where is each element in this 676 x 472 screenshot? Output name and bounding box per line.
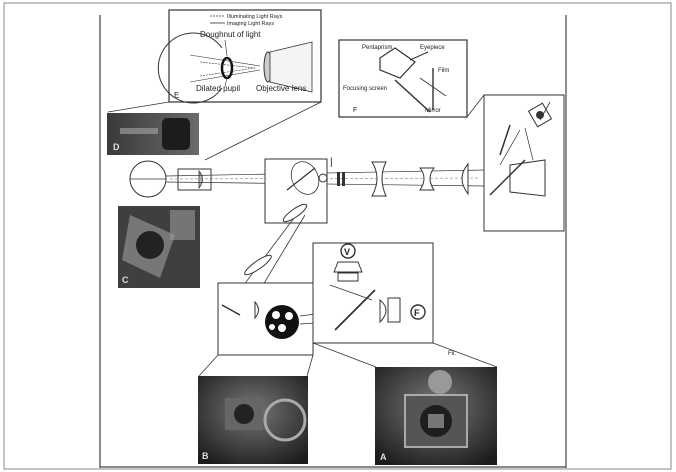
lamp-v-label: V bbox=[344, 247, 350, 257]
inset-f: Pentaprism Eyepiece Film Focusing screen… bbox=[338, 39, 485, 118]
doughnut-label: Doughnut of light bbox=[200, 30, 261, 39]
photo-c-letter: C bbox=[122, 275, 129, 285]
legend-illuminating: Illuminating Light Rays bbox=[227, 14, 283, 20]
eye-outline bbox=[157, 32, 223, 104]
lamp-v bbox=[340, 243, 356, 259]
concave-lens-2 bbox=[418, 167, 436, 191]
film-label: Film bbox=[438, 68, 449, 74]
svg-text:|: | bbox=[330, 157, 333, 168]
pupil-label: Dilated pupil bbox=[196, 84, 240, 93]
legend-imaging: Imaging Light Rays bbox=[227, 21, 274, 27]
focusing-screen-label: Focusing screen bbox=[343, 86, 387, 92]
inset-f-box bbox=[338, 39, 468, 118]
lamp-f-label: F bbox=[414, 308, 420, 318]
mirror-shape bbox=[394, 79, 431, 113]
photo-a: A bbox=[375, 367, 497, 465]
illumination-arm bbox=[217, 203, 391, 356]
photo-b: B bbox=[198, 376, 308, 464]
photo-c: C bbox=[118, 206, 200, 288]
objective-label: Objective lens bbox=[256, 84, 306, 93]
optical-path: | bbox=[129, 94, 565, 232]
pentaprism-shape bbox=[379, 47, 416, 79]
inset-e-letter: E bbox=[174, 91, 179, 100]
lamp-f bbox=[410, 304, 426, 320]
convex-lens bbox=[461, 162, 469, 196]
fil-label: Fil. bbox=[448, 351, 456, 357]
mirror-label: Mirror bbox=[425, 108, 441, 114]
inset-f-letter: F bbox=[353, 107, 357, 114]
objective-box bbox=[177, 168, 212, 191]
photo-a-letter: A bbox=[380, 452, 387, 462]
concave-lens-1 bbox=[371, 161, 387, 197]
inset-e: Illuminating Light Rays Imaging Light Ra… bbox=[107, 9, 322, 161]
photo-d: D bbox=[107, 113, 199, 155]
filter-wheel bbox=[265, 305, 299, 339]
pentaprism-label: Pentaprism bbox=[362, 45, 392, 51]
photo-d-letter: D bbox=[113, 142, 120, 152]
outer-frame bbox=[3, 2, 672, 470]
eyepiece-label: Eyepiece bbox=[420, 45, 445, 51]
photo-b-letter: B bbox=[202, 451, 209, 461]
lamp-box: V F Fil. bbox=[198, 242, 498, 377]
